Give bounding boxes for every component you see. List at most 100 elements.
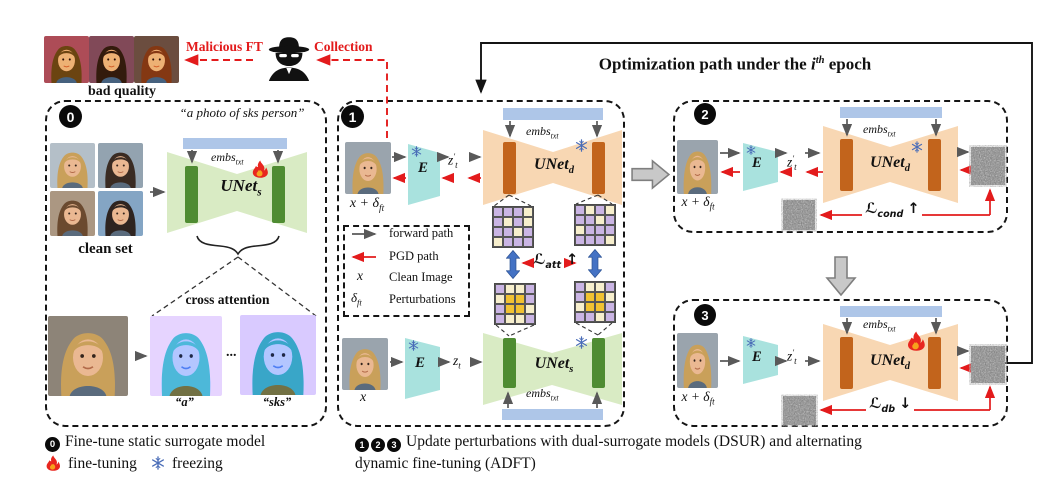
- attention-cell: [493, 217, 503, 227]
- caption-steps123-line2: dynamic fine-tuning (ADFT): [355, 455, 536, 472]
- caption-freezing: freezing: [172, 455, 223, 472]
- cross-attention-block: [185, 166, 198, 223]
- encoder-body: [405, 338, 440, 399]
- noise-image: [783, 200, 815, 230]
- unet-d-label: UNetd: [522, 156, 586, 177]
- attention-cell: [595, 292, 605, 302]
- loss-db-label: ℒdb↓: [866, 396, 915, 416]
- unet-main: UNet: [870, 154, 905, 171]
- panel-1-dual-surrogate: [337, 100, 625, 427]
- loss-direction: ↑: [907, 201, 920, 217]
- curly-brace: [196, 235, 280, 256]
- z-main: z: [787, 154, 793, 170]
- attention-cell: [595, 225, 605, 235]
- attention-map-grid-dynamic-left: [492, 206, 534, 248]
- bad-quality-face-image: [44, 36, 89, 83]
- panel1-top-arrows: [392, 151, 482, 184]
- attention-cell: [575, 292, 585, 302]
- attention-cell: [575, 205, 585, 215]
- latent-z-label: z′t: [787, 348, 797, 367]
- legend-perturbations-label: Perturbations: [389, 292, 456, 306]
- unet-sub: d: [568, 165, 574, 177]
- embs-txt-label: embstxt: [863, 123, 896, 139]
- attention-cell: [495, 314, 505, 324]
- ellipsis-label: ...: [226, 345, 237, 360]
- attention-cell: [503, 207, 513, 217]
- legend-x-symbol: x: [357, 268, 363, 283]
- attention-cell: [515, 284, 525, 294]
- legend-clean-image-label: Clean Image: [389, 270, 453, 284]
- bad-quality-face-image: [89, 36, 134, 83]
- input-main: x + δ: [681, 194, 710, 209]
- attention-cell: [605, 302, 615, 312]
- attention-map-grid-static-left: [494, 283, 536, 325]
- loss-sub: db: [881, 403, 896, 415]
- text-embedding-bar: [840, 107, 942, 118]
- encoder-panel3: [743, 336, 778, 384]
- unet-sub: s: [569, 364, 574, 376]
- unet-d-label: UNetd: [855, 154, 925, 175]
- attention-cell: [505, 284, 515, 294]
- noise-image: [971, 147, 1005, 185]
- cross-attention-label: cross attention: [185, 292, 270, 307]
- panel2-to-panel3-arrow: [826, 256, 856, 296]
- clean-set-face-image: [98, 191, 143, 236]
- caption-fine-tuning: fine-tuning: [68, 455, 137, 472]
- perturbed-input-face-image: [677, 333, 718, 388]
- text-embedding-bar: [183, 138, 287, 149]
- attention-cell: [575, 282, 585, 292]
- unet-main: UNet: [534, 156, 569, 173]
- attention-cell: [585, 225, 595, 235]
- panel1-to-panel2-arrow: [631, 160, 670, 189]
- step-badge-0: 0: [59, 105, 82, 128]
- perturbed-input-face-image: [345, 142, 391, 194]
- attention-cell: [595, 302, 605, 312]
- attention-cell: [585, 215, 595, 225]
- unet-s-body: [483, 333, 622, 405]
- encoder-panel2: [743, 143, 778, 191]
- unet-s-label: UNets: [203, 176, 279, 199]
- title-sup: th: [815, 55, 825, 66]
- loss-cond-label: ℒcond↑: [862, 201, 923, 221]
- attention-cell: [575, 215, 585, 225]
- attention-cell: [605, 292, 615, 302]
- cross-attention-block: [840, 139, 853, 191]
- input-main: x + δ: [681, 389, 710, 404]
- attention-cell: [495, 304, 505, 314]
- encoder-body: [743, 143, 778, 191]
- attention-cell: [575, 225, 585, 235]
- panel-2-cond-loss: [673, 100, 1008, 233]
- attention-cell: [595, 312, 605, 322]
- fine-tuning-flame-icon: [46, 455, 60, 471]
- attention-cell: [585, 235, 595, 245]
- attention-map-grid-dynamic-right: [574, 204, 616, 246]
- embs-main: embs: [863, 317, 888, 331]
- attention-cell: [523, 207, 533, 217]
- attention-cell: [505, 294, 515, 304]
- attention-cell: [513, 207, 523, 217]
- encoder-label: E: [415, 355, 426, 371]
- unet-sub: d: [904, 163, 910, 175]
- attention-cell: [585, 292, 595, 302]
- attention-cell: [585, 282, 595, 292]
- loss-direction: ↓: [899, 396, 912, 412]
- loss-direction: ↑: [566, 252, 579, 268]
- encoder-panel1-top: [408, 144, 440, 205]
- unet-d-panel1-assembly: [483, 108, 622, 205]
- unet-main: UNet: [534, 355, 570, 372]
- attention-cell: [605, 215, 615, 225]
- z-sub: t: [455, 160, 458, 171]
- attention-cell: [503, 217, 513, 227]
- embs-main: embs: [526, 124, 551, 138]
- encoder-body: [743, 336, 778, 384]
- unet-sub: s: [257, 186, 262, 199]
- text-embedding-bar: [840, 306, 942, 317]
- attention-cell: [575, 302, 585, 312]
- caption-badge-0: 0: [45, 437, 60, 452]
- cross-attention-block: [592, 338, 605, 388]
- unet-s-label: UNets: [522, 355, 586, 376]
- embs-main: embs: [211, 150, 236, 164]
- encoder-label: E: [752, 155, 762, 171]
- embs-txt-label: embstxt: [526, 125, 559, 141]
- cross-attention-block: [272, 166, 285, 223]
